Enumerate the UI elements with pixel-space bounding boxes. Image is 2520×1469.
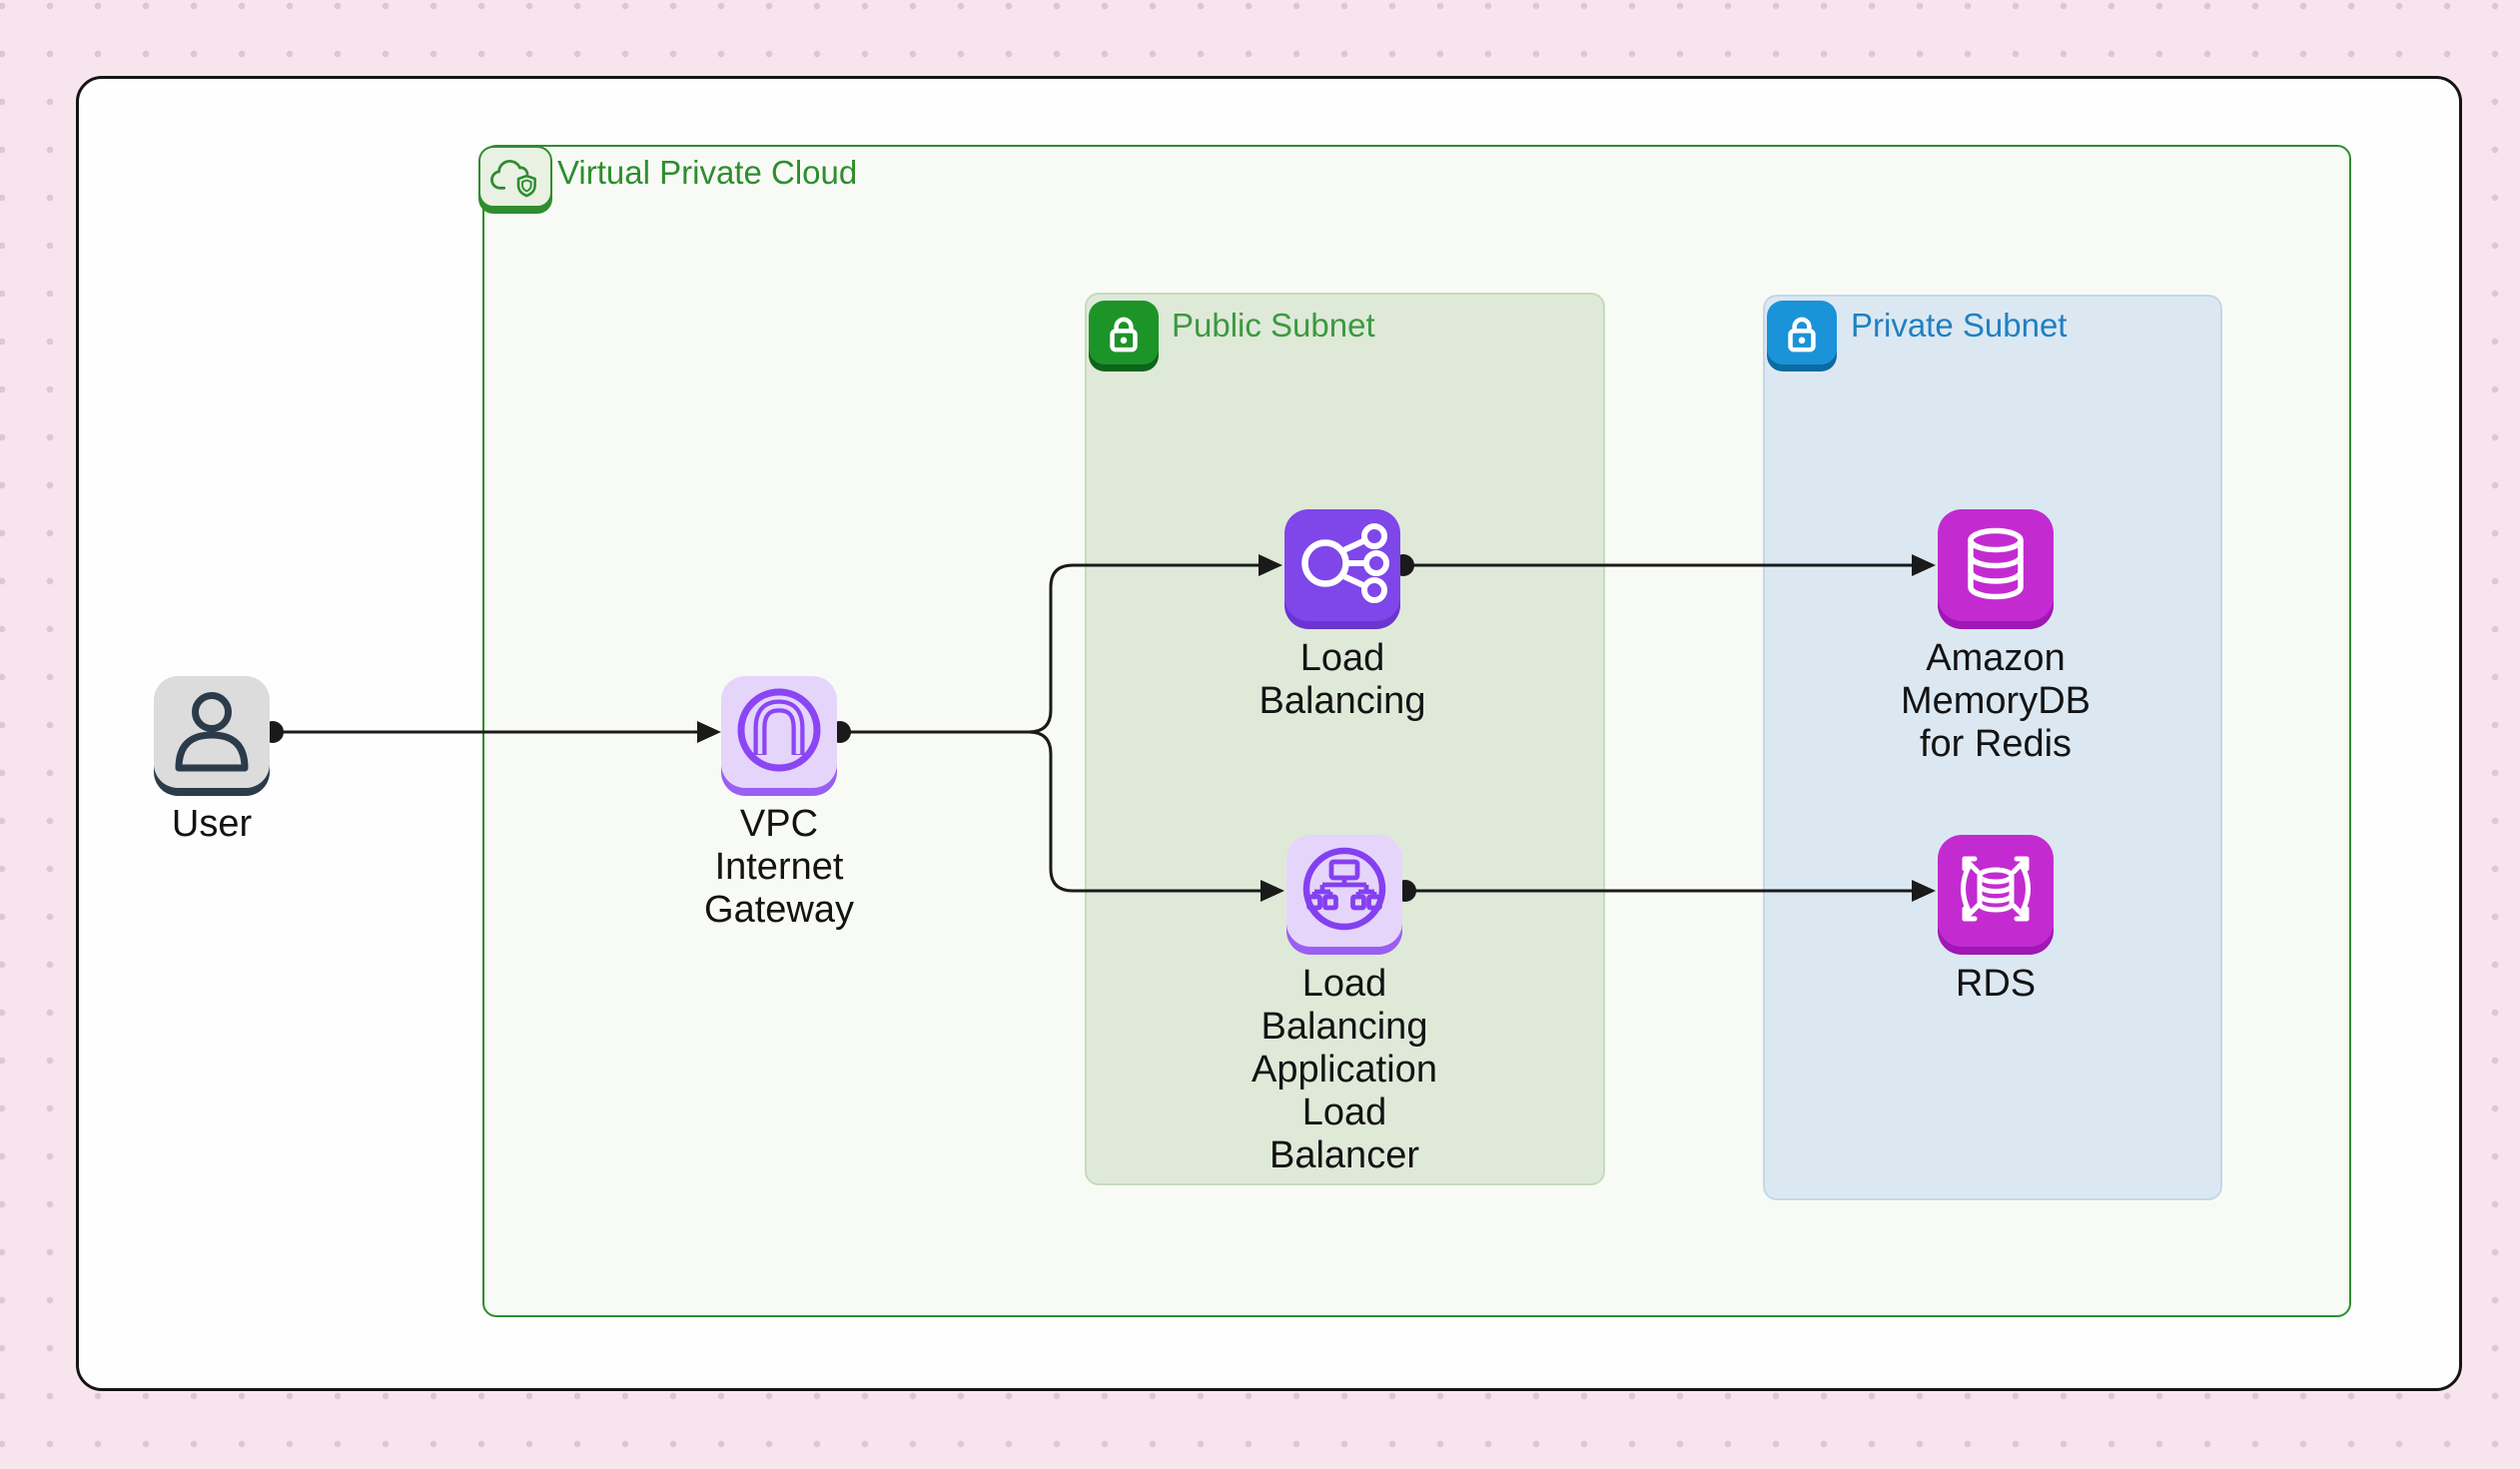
node-load-balancing [1284,509,1400,621]
private-subnet-badge [1767,301,1837,365]
private-subnet-label: Private Subnet [1851,307,2068,344]
application-load-balancer-icon [1302,847,1386,931]
node-user-label: User [171,803,253,845]
internet-gateway-icon [737,688,821,772]
lock-icon [1788,317,1816,353]
lock-icon [1110,317,1138,353]
node-user [154,676,270,788]
vpc-region-label: Virtual Private Cloud [557,154,858,191]
node-rds-label: RDS [1955,963,2037,1005]
public-subnet-badge [1089,301,1159,365]
private-subnet-region [1763,295,2222,1200]
node-internet-gateway [721,676,837,788]
load-balancing-icon [1301,523,1389,603]
node-internet-gateway-label: VPC Internet Gateway [704,803,854,931]
user-icon [175,692,249,772]
rds-database-icon [1961,856,2031,922]
vpc-badge [478,146,552,208]
node-memorydb [1938,509,2054,621]
node-app-load-balancer [1286,835,1402,947]
node-rds [1938,835,2054,947]
node-memorydb-label: Amazon MemoryDB for Redis [1900,637,2092,765]
public-subnet-label: Public Subnet [1172,307,1375,344]
node-app-load-balancer-label: Load Balancing Application Load Balancer [1252,963,1437,1176]
vpc-cloud-shield-icon [490,160,536,198]
node-load-balancing-label: Load Balancing [1259,637,1426,722]
memorydb-database-icon [1968,527,2024,600]
